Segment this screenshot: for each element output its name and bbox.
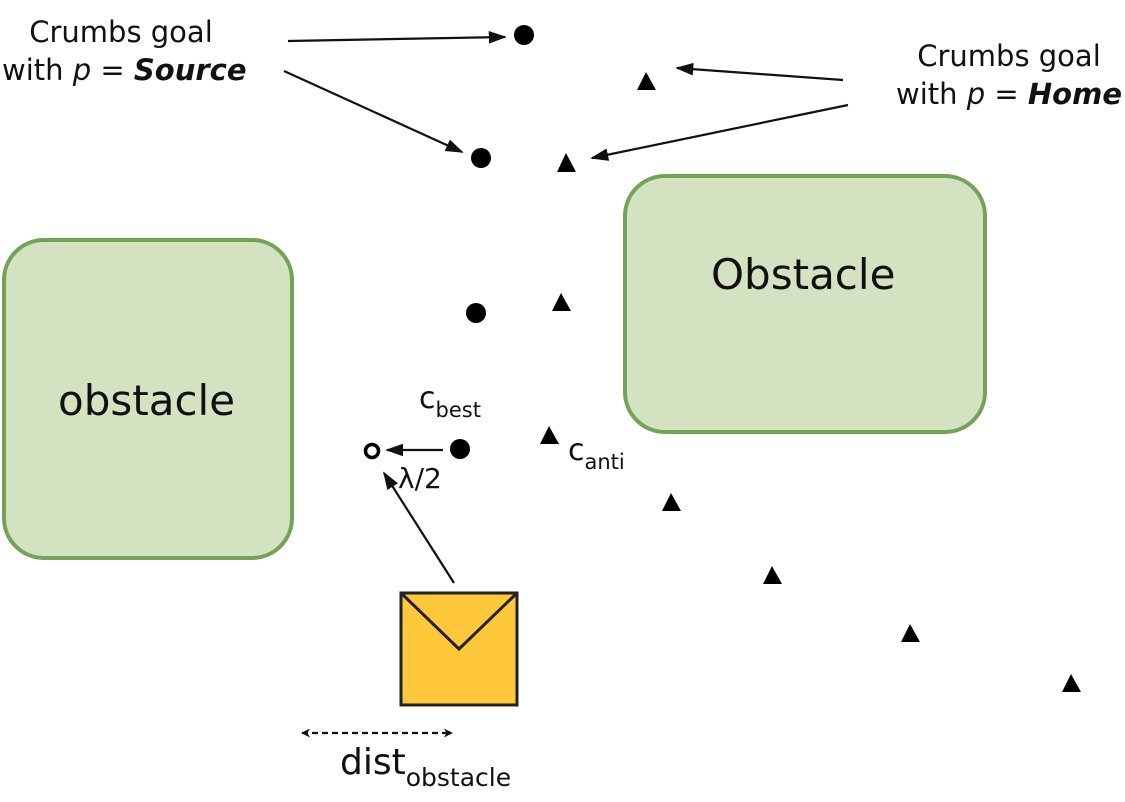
home-crumb-8	[1062, 674, 1081, 692]
dist-base: dist	[340, 742, 406, 783]
source-crumb-1	[514, 25, 534, 45]
home-arrow-lower	[590, 103, 849, 161]
obstacle-right-label: Obstacle	[711, 250, 896, 299]
source-crumb-2	[471, 148, 491, 168]
c-anti-base: c	[568, 433, 585, 468]
home-goal-value: Home	[1027, 76, 1122, 111]
c-best-label: cbest	[419, 381, 481, 421]
dist-obstacle-label: distobstacle	[340, 742, 511, 791]
c-best-sub: best	[435, 398, 481, 422]
home-crumb-anti	[540, 426, 559, 444]
source-goal-var: p	[72, 52, 92, 87]
robot-envelope-flap	[399, 591, 519, 652]
home-arrow-top	[675, 62, 844, 82]
source-crumb-best	[450, 439, 470, 459]
obstacle-left	[2, 238, 294, 560]
source-arrow-top	[287, 30, 507, 44]
source-goal-line1: Crumbs goal	[29, 15, 213, 49]
home-crumb-2	[557, 153, 576, 172]
home-crumb-1	[637, 72, 656, 90]
obstacle-right	[623, 174, 987, 434]
c-best-base: c	[419, 381, 436, 416]
obstacle-left-label: obstacle	[58, 376, 236, 425]
c-anti-sub: anti	[584, 450, 625, 474]
home-crumb-6	[763, 566, 782, 584]
home-goal-eq: =	[985, 76, 1028, 111]
home-goal-var: p	[966, 76, 986, 111]
home-crumb-7	[901, 624, 920, 642]
source-goal-eq: =	[91, 52, 134, 87]
home-goal-line2: with p = Home	[894, 76, 1124, 114]
source-goal-prefix: with	[2, 52, 73, 87]
home-crumb-3	[552, 293, 571, 311]
source-arrow-lower	[283, 69, 464, 154]
home-goal-prefix: with	[895, 76, 967, 111]
home-goal-annotation: Crumbs goal with p = Home	[894, 38, 1124, 113]
target-point	[363, 442, 381, 460]
lambda-half-label: λ/2	[398, 462, 442, 495]
source-goal-annotation: Crumbs goal with p = Source	[2, 14, 247, 90]
source-goal-value: Source	[133, 52, 247, 87]
source-goal-line2: with p = Source	[2, 52, 247, 90]
home-goal-line1: Crumbs goal	[917, 39, 1101, 73]
dist-sub: obstacle	[405, 763, 512, 792]
source-crumb-3	[466, 303, 486, 323]
home-crumb-5	[662, 493, 681, 511]
robot-heading-arrow	[383, 471, 455, 584]
c-anti-label: canti	[568, 433, 625, 473]
